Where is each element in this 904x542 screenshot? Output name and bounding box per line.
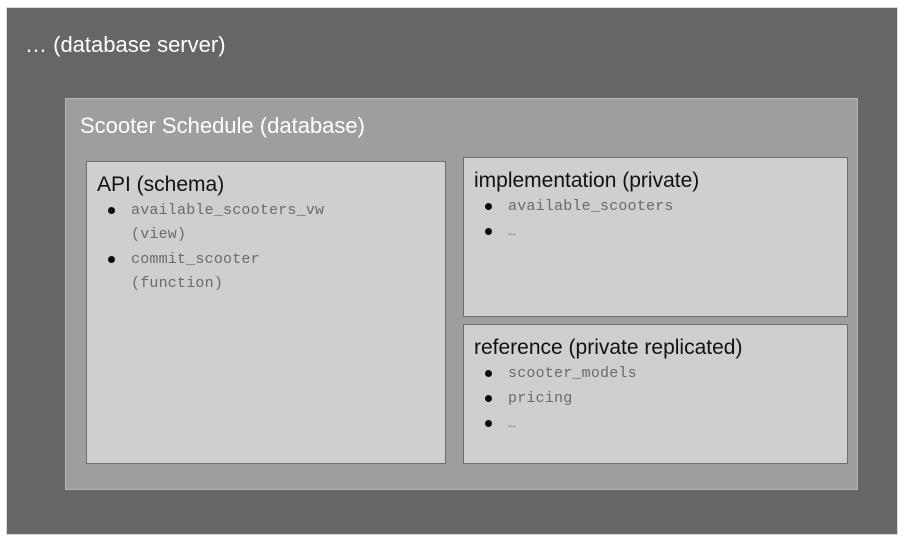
list-item: commit_scooter (function) <box>87 248 445 296</box>
list-item: scooter_models <box>464 362 847 386</box>
panel-api-title: API (schema) <box>97 173 225 196</box>
panel-api-item-list: available_scooters_vw (view) commit_scoo… <box>87 199 445 296</box>
bullet-icon <box>485 420 492 427</box>
list-item: … <box>464 412 847 436</box>
list-item: pricing <box>464 387 847 411</box>
panel-reference: reference (private replicated) scooter_m… <box>463 324 848 464</box>
panel-api: API (schema) available_scooters_vw (view… <box>86 161 446 464</box>
list-item-kind: (view) <box>131 226 187 243</box>
database-title: Scooter Schedule (database) <box>80 113 365 138</box>
panel-implementation-item-list: available_scooters … <box>464 195 847 244</box>
list-item-name: commit_scooter <box>131 251 260 268</box>
panel-reference-title: reference (private replicated) <box>474 336 743 359</box>
list-item-name: pricing <box>508 390 573 407</box>
list-item-name: … <box>508 416 516 431</box>
panel-implementation: implementation (private) available_scoot… <box>463 157 848 317</box>
list-item-name: available_scooters <box>508 198 674 215</box>
list-item: available_scooters <box>464 195 847 219</box>
list-item-name: … <box>508 224 516 239</box>
bullet-icon <box>485 203 492 210</box>
bullet-icon <box>108 256 115 263</box>
list-item: available_scooters_vw (view) <box>87 199 445 247</box>
list-item-kind: (function) <box>131 275 224 292</box>
bullet-icon <box>485 228 492 235</box>
database-server-container: … (database server) Scooter Schedule (da… <box>6 7 898 535</box>
list-item-name: available_scooters_vw <box>131 202 325 219</box>
list-item: … <box>464 220 847 244</box>
bullet-icon <box>108 207 115 214</box>
bullet-icon <box>485 370 492 377</box>
database-server-title: … (database server) <box>25 32 226 57</box>
bullet-icon <box>485 395 492 402</box>
panel-reference-item-list: scooter_models pricing … <box>464 362 847 436</box>
panel-implementation-title: implementation (private) <box>474 169 700 192</box>
list-item-name: scooter_models <box>508 365 637 382</box>
database-container: Scooter Schedule (database) API (schema)… <box>65 98 858 490</box>
